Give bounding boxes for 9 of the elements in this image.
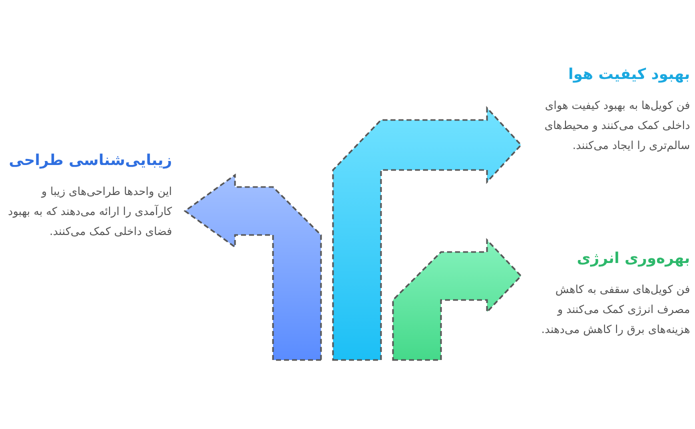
heading: زیبایی‌شناسی طراحی (8, 150, 172, 170)
heading: بهره‌وری انرژی (576, 248, 690, 268)
description-text: فن کویل‌های سقفی به کاهش مصرف انرژی کمک می‌کنند و هزینه‌های برق را کاهش می‌دهند. (540, 282, 690, 338)
bent-arrow (392, 238, 522, 361)
description-text: این واحدها طراحی‌های زیبا و کارآمدی را ارائه می‌دهند که به بهبود فضای داخلی کمک می‌کنند. (7, 184, 172, 240)
heading: بهبود کیفیت هوا (567, 64, 690, 84)
bent-arrow (332, 106, 522, 361)
description-text: فن کویل‌ها به بهبود کیفیت هوای داخلی کمک می‌کنند و محیط‌های سالم‌تری را ایجاد می‌کنند. (543, 98, 690, 154)
bent-arrow (184, 173, 322, 361)
